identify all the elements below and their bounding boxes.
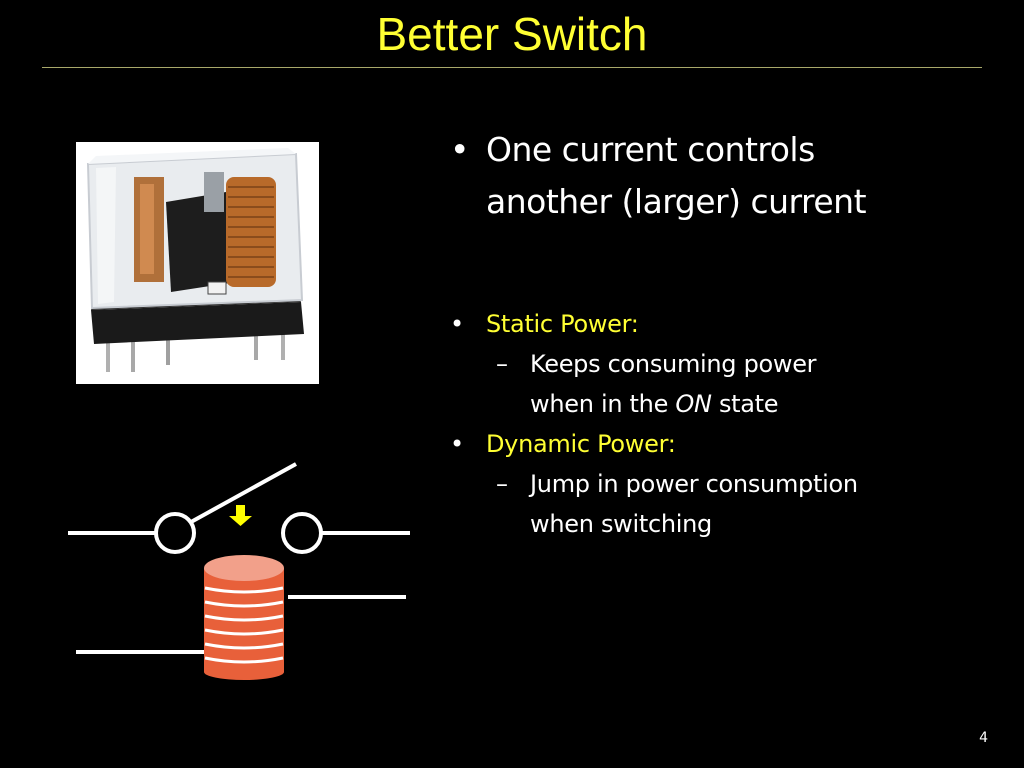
switch-right-terminal [281,512,323,554]
page-number: 4 [979,730,988,746]
bullet-list: • One current controls another (larger) … [440,124,1000,544]
dash-glyph: – [496,470,508,498]
down-arrow-icon [229,505,252,526]
spacer [440,228,1000,304]
coil-icon [204,555,284,680]
title-divider [42,67,982,68]
bullet-glyph: • [450,130,469,169]
static-power-detail: – Keeps consuming power when in the ON s… [440,344,1000,424]
bullet-static-power: • Static Power: [440,304,1000,344]
dash-glyph: – [496,350,508,378]
static-power-detail-em: ON [675,390,712,418]
slide-title: Better Switch [376,8,648,60]
bullet-main-line1: One current controls [486,130,815,169]
dynamic-power-detail: – Jump in power consumption when switchi… [440,464,1000,544]
bullet-glyph: • [450,310,464,338]
bullet-glyph: • [450,430,464,458]
dynamic-power-detail-line1: Jump in power consumption [530,470,858,498]
bullet-main: • One current controls another (larger) … [440,124,1000,228]
switch-lever [190,462,297,524]
relay-illustration [86,148,304,372]
static-power-detail-line1: Keeps consuming power [530,350,817,378]
bullet-main-line2: another (larger) current [486,182,867,221]
dynamic-power-detail-line2: when switching [530,510,712,538]
static-power-detail-post: state [711,390,779,418]
bullet-dynamic-power: • Dynamic Power: [440,424,1000,464]
relay-photo [76,142,319,384]
static-power-label: Static Power: [486,310,639,338]
static-power-detail-pre: when in the [530,390,676,418]
static-power-detail-line2: when in the ON state [530,384,1000,424]
relay-schematic [68,462,410,680]
switch-left-terminal [154,512,196,554]
dynamic-power-label: Dynamic Power: [486,430,676,458]
